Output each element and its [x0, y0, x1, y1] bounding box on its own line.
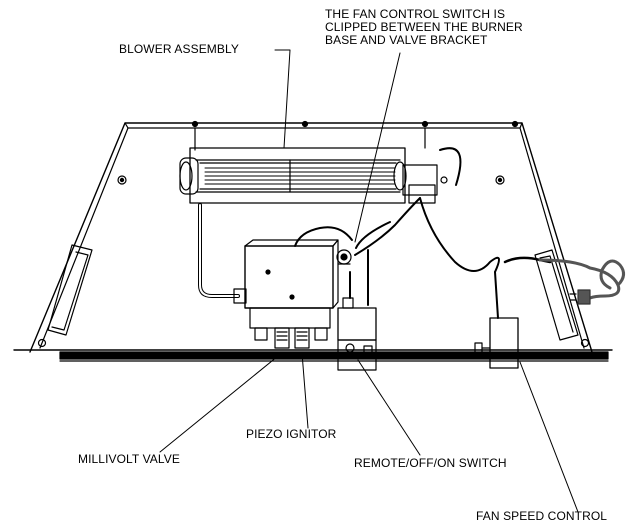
gas-supply-pipe: [198, 203, 247, 304]
fan-speed-control: [474, 317, 519, 369]
label-blower-assembly: BLOWER ASSEMBLY: [119, 42, 239, 56]
blower-assembly: [179, 147, 448, 204]
firebox-outline: [29, 120, 593, 353]
fan-control-switch: [336, 249, 352, 265]
piezo-remote-block: [337, 297, 377, 371]
label-millivolt-valve: MILLIVOLT VALVE: [78, 452, 180, 466]
label-fan-speed-control: FAN SPEED CONTROL: [476, 509, 608, 523]
leader-lines: [159, 49, 579, 513]
label-piezo-ignitor: PIEZO IGNITOR: [246, 427, 337, 441]
label-fan-control-switch: THE FAN CONTROL SWITCH IS CLIPPED BETWEE…: [325, 8, 523, 47]
bottom-rail: [13, 349, 613, 362]
label-fan-control-switch-line-1: THE FAN CONTROL SWITCH IS: [325, 7, 506, 21]
label-remote-off-on-switch: REMOTE/OFF/ON SWITCH: [354, 456, 507, 470]
wiring: [294, 147, 552, 319]
power-cord-plug: [538, 258, 625, 305]
millivolt-valve-body: [244, 239, 339, 349]
label-fan-control-switch-line-2: CLIPPED BETWEEN THE BURNER: [325, 20, 523, 34]
label-fan-control-switch-line-3: BASE AND VALVE BRACKET: [325, 33, 488, 47]
